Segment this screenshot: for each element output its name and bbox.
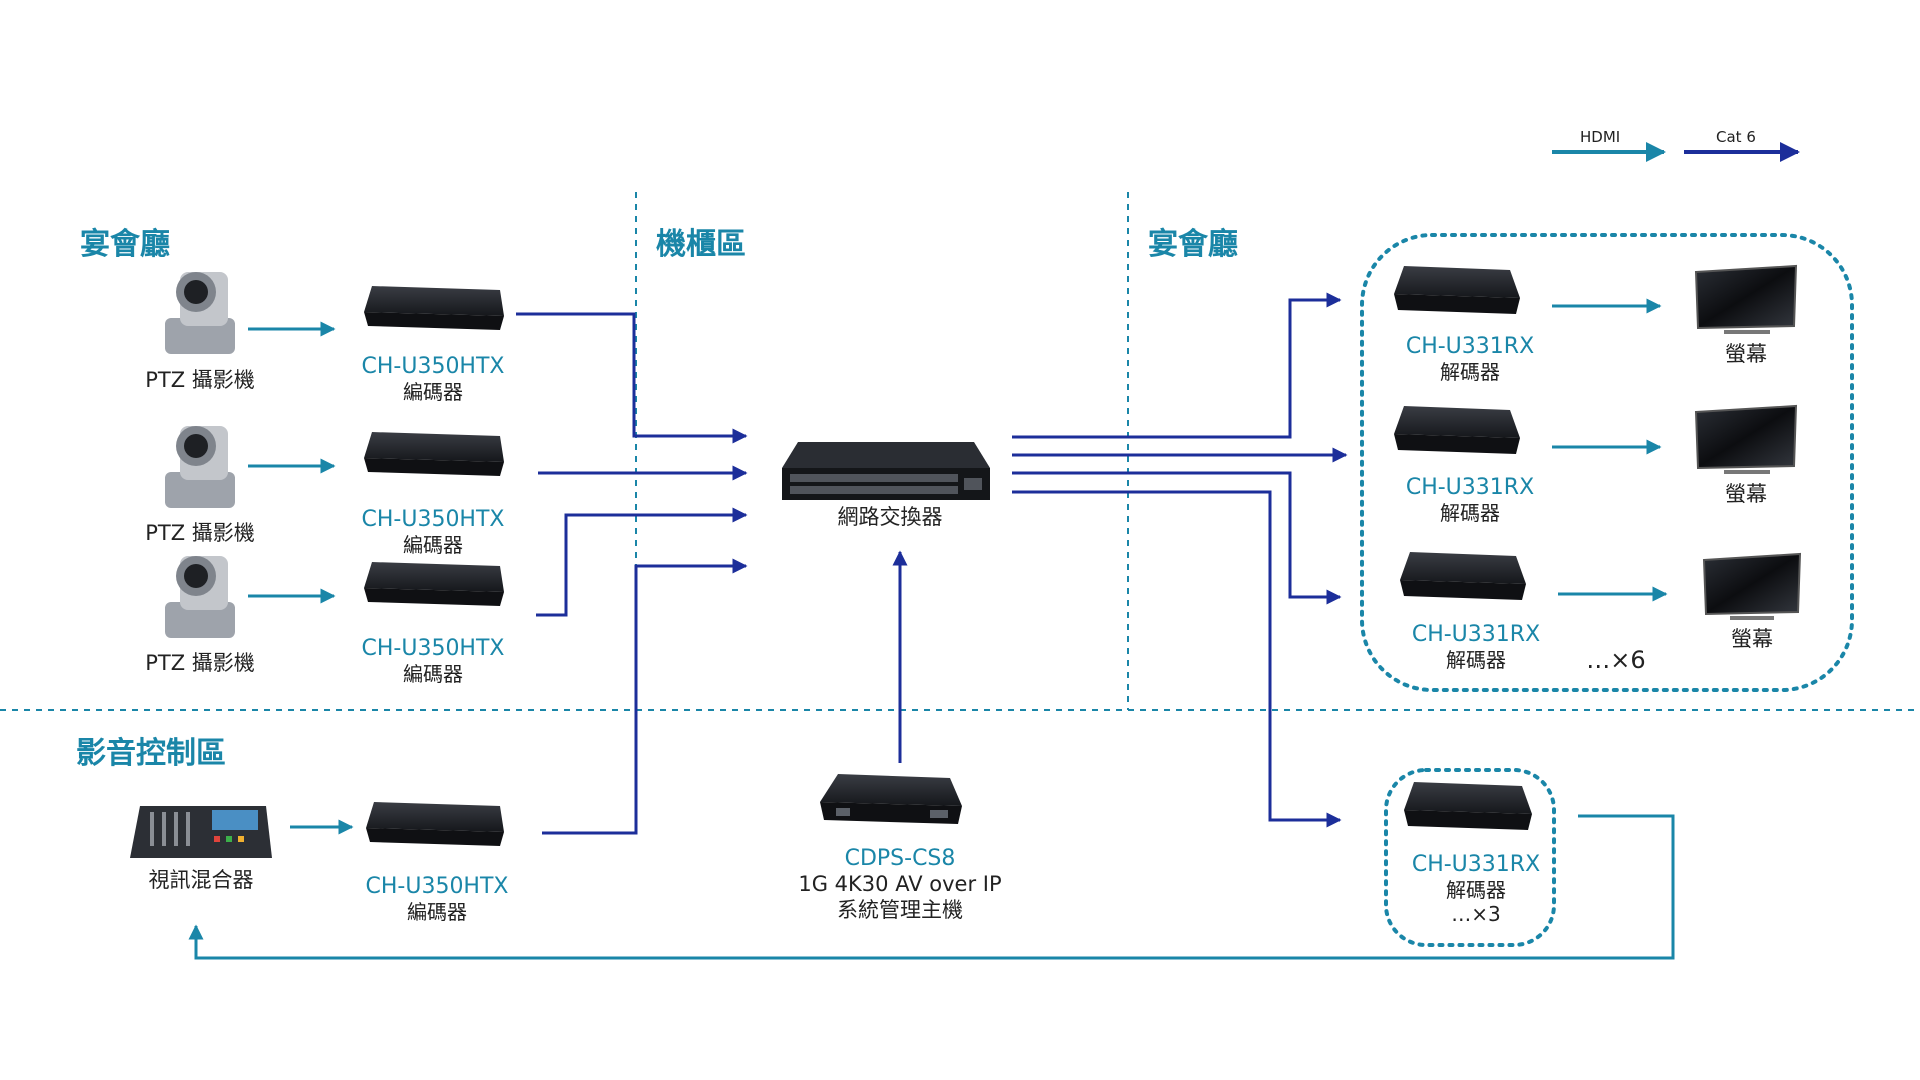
- zone-rack: 機櫃區: [656, 227, 746, 262]
- encoder-label: CH-U350HTX 編碼器: [352, 354, 514, 404]
- monitor-icon: [1702, 552, 1802, 620]
- encoder-model: CH-U350HTX: [361, 636, 505, 661]
- cat6-switch-decoder3: [1012, 471, 1342, 605]
- encoder-role: 編碼器: [403, 380, 463, 405]
- camera-label: PTZ 攝影機: [145, 651, 255, 675]
- camera-label: PTZ 攝影機: [145, 368, 255, 392]
- encoder-role: 編碼器: [403, 662, 463, 687]
- encoder-device-icon: [364, 286, 504, 330]
- mixer-label: 視訊混合器: [148, 868, 254, 892]
- encoder-role: 編碼器: [407, 900, 467, 925]
- group-multiplier: …×6: [1586, 646, 1646, 674]
- encoder-device-icon: [364, 562, 504, 606]
- manager-role: 系統管理主機: [837, 897, 963, 922]
- encoder-label: CH-U350HTX 編碼器: [352, 507, 514, 557]
- monitor-label: 螢幕: [1725, 482, 1767, 506]
- management-host-icon: [820, 774, 962, 824]
- monitor-label: 螢幕: [1725, 342, 1767, 366]
- decoder-model: CH-U331RX: [1405, 334, 1535, 359]
- decoder-group-bottom: [1384, 768, 1556, 947]
- decoder-model: CH-U331RX: [1411, 852, 1541, 877]
- decoder-role: 解碼器: [1446, 648, 1506, 673]
- video-mixer-icon: [130, 806, 272, 858]
- encoder-label: CH-U350HTX 編碼器: [352, 636, 514, 686]
- monitor-icon: [1694, 404, 1798, 474]
- decoder-label: CH-U331RX 解碼器: [1388, 334, 1552, 384]
- legend-cat6-label: Cat 6: [1716, 128, 1756, 146]
- decoder-label: CH-U331RX 解碼器 …×3: [1394, 852, 1558, 926]
- encoder-model: CH-U350HTX: [361, 354, 505, 379]
- manager-label: CDPS-CS8 1G 4K30 AV over IP 系統管理主機: [780, 846, 1020, 923]
- decoder-role: 解碼器: [1440, 501, 1500, 526]
- cat6-encoder4-switch: [542, 558, 748, 835]
- encoder-role: 編碼器: [403, 533, 463, 558]
- decoder-label: CH-U331RX 解碼器: [1388, 475, 1552, 525]
- ptz-camera-icon: [165, 426, 235, 508]
- hdmi-decoder4-mixer: [188, 814, 1675, 960]
- monitor-label: 螢幕: [1731, 627, 1773, 651]
- decoder-device-icon: [1394, 266, 1520, 314]
- cat6-encoder3-switch: [536, 507, 748, 617]
- zone-banquet-right: 宴會廳: [1148, 227, 1238, 262]
- decoder-label: CH-U331RX 解碼器: [1394, 622, 1558, 672]
- switch-label: 網路交換器: [837, 505, 943, 529]
- decoder-model: CH-U331RX: [1405, 475, 1535, 500]
- zone-av-control: 影音控制區: [76, 736, 226, 771]
- manager-description: 1G 4K30 AV over IP: [798, 872, 1002, 897]
- monitor-icon: [1694, 264, 1798, 334]
- encoder-model: CH-U350HTX: [365, 874, 509, 899]
- encoder-label: CH-U350HTX 編碼器: [356, 874, 518, 924]
- cat6-encoder1-switch: [516, 312, 748, 444]
- camera-label: PTZ 攝影機: [145, 521, 255, 545]
- cat6-switch-decoder1: [1012, 292, 1342, 439]
- ptz-camera-icon: [165, 272, 235, 354]
- decoder-multiplier: …×3: [1451, 902, 1501, 927]
- zone-banquet-left: 宴會廳: [80, 227, 170, 262]
- encoder-device-icon: [366, 802, 504, 846]
- decoder-device-icon: [1400, 552, 1526, 600]
- decoder-device-icon: [1404, 782, 1532, 830]
- network-switch-icon: [782, 442, 990, 500]
- encoder-device-icon: [364, 432, 504, 476]
- manager-model: CDPS-CS8: [844, 846, 956, 871]
- decoder-role: 解碼器: [1440, 360, 1500, 385]
- ptz-camera-icon: [165, 556, 235, 638]
- decoder-device-icon: [1394, 406, 1520, 454]
- encoder-model: CH-U350HTX: [361, 507, 505, 532]
- decoder-group-main: [1360, 233, 1854, 692]
- legend-hdmi-label: HDMI: [1580, 128, 1621, 146]
- decoder-model: CH-U331RX: [1411, 622, 1541, 647]
- cat6-switch-decoder4: [1012, 490, 1342, 828]
- decoder-role: 解碼器: [1446, 878, 1506, 903]
